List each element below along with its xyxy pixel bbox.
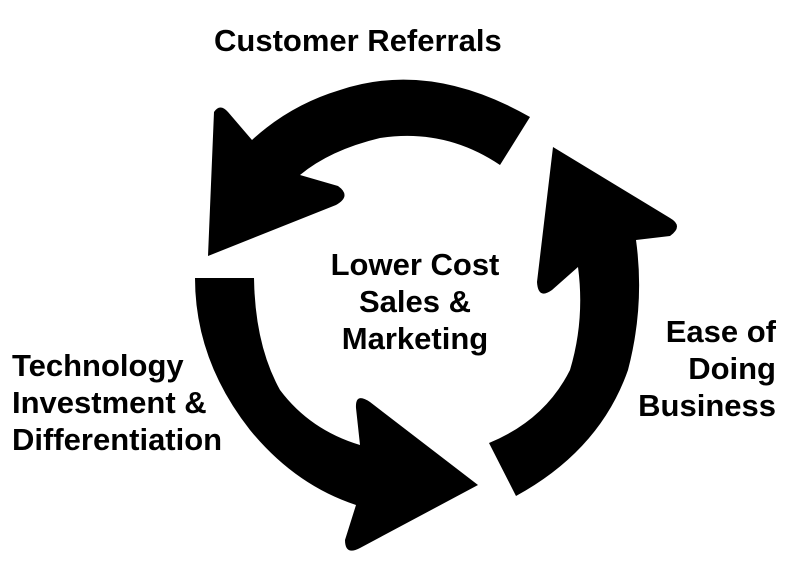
center-label: Lower Cost Sales & Marketing — [310, 246, 520, 357]
node-label-line: Investment & — [12, 385, 207, 420]
node-ease-of-doing-business: Ease of Doing Business — [638, 313, 776, 424]
node-label-line: Ease of — [665, 314, 776, 349]
node-label-line: Doing — [688, 351, 776, 386]
center-label-line: Sales & — [358, 284, 471, 319]
cycle-arrow-bottom-left — [195, 278, 478, 551]
node-label-line: Technology — [12, 348, 184, 383]
node-label-line: Customer Referrals — [214, 23, 502, 58]
cycle-arrow-top — [208, 79, 530, 256]
node-customer-referrals: Customer Referrals — [214, 22, 502, 59]
node-label-line: Business — [638, 388, 776, 423]
center-label-line: Lower Cost — [330, 247, 500, 282]
center-label-line: Marketing — [341, 321, 489, 356]
cycle-arrow-right — [489, 147, 677, 496]
node-technology: Technology Investment & Differentiation — [12, 347, 222, 458]
node-label-line: Differentiation — [12, 422, 223, 457]
